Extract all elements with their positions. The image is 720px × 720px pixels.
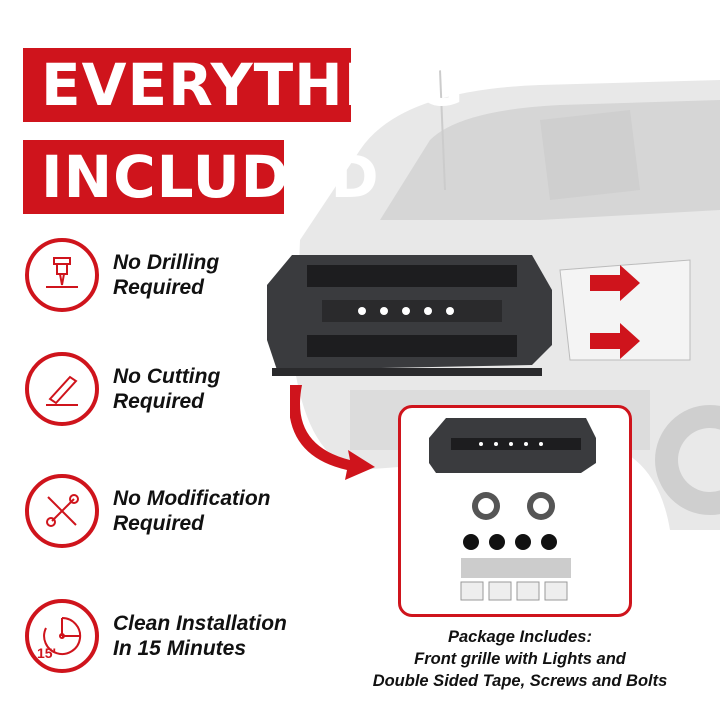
grille-image [267,255,552,376]
package-line2: Double Sided Tape, Screws and Bolts [372,672,668,690]
headline-line1: EVERYTHING [23,48,463,122]
feature-line1: No Cutting [113,365,221,388]
feature-line2: In 15 Minutes [113,637,247,660]
package-line1: Front grille with Lights and [414,650,626,668]
package-contents-box [398,405,632,617]
clock-15-icon: 15' [25,599,99,673]
box-cutter-icon [25,352,99,426]
feature-line2: Required [113,512,205,535]
clock-label: 15' [37,645,56,661]
package-contents-image [429,418,596,601]
package-title: Package Includes: [448,628,592,646]
feature-line1: No Modification [113,487,271,510]
headline-line2: INCLUDED [23,140,379,214]
feature-line2: Required [113,390,205,413]
feature-line2: Required [113,276,205,299]
wrench-screwdriver-icon [25,474,99,548]
package-caption: Package Includes: Front grille with Ligh… [350,626,690,692]
feature-line1: No Drilling [113,251,220,274]
feature-line1: Clean Installation [113,612,287,635]
drill-icon [25,238,99,312]
arrow-icon [290,265,640,480]
